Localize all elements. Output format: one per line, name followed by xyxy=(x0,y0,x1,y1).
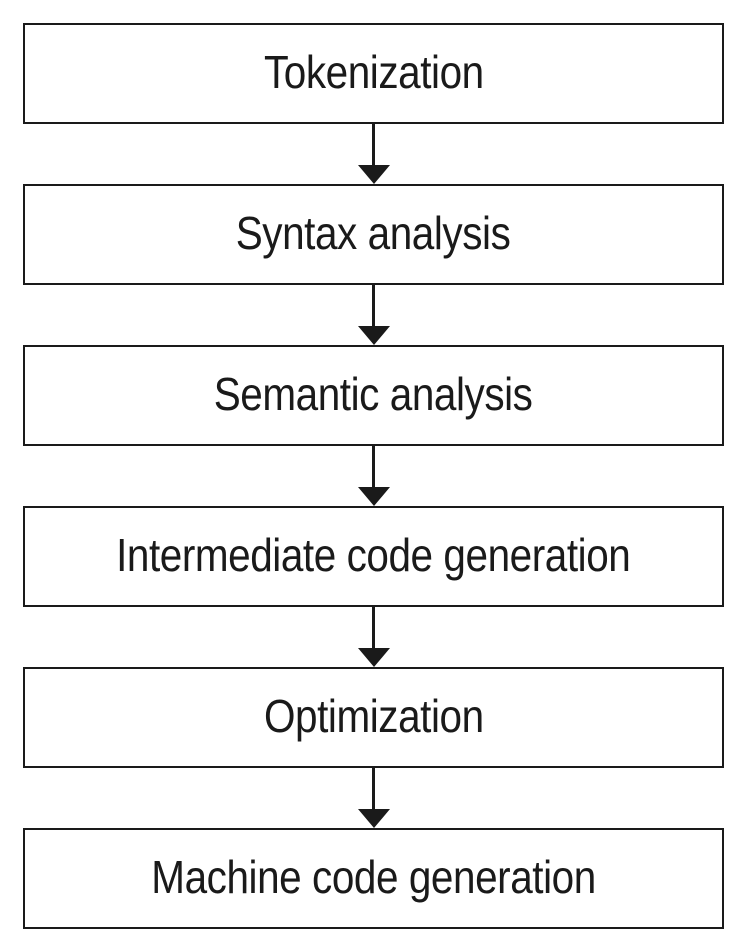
step-machine-code-generation-label: Machine code generation xyxy=(151,850,596,903)
arrow-down-icon xyxy=(357,124,390,184)
arrow-down-icon xyxy=(357,446,390,506)
step-optimization: Optimization xyxy=(23,667,724,768)
arrow-down-icon xyxy=(357,607,390,667)
step-semantic-analysis-label: Semantic analysis xyxy=(214,367,533,420)
arrow-head xyxy=(357,487,390,506)
arrow-head xyxy=(357,326,390,345)
step-syntax-analysis: Syntax analysis xyxy=(23,184,724,285)
arrow-shaft xyxy=(372,285,375,326)
step-tokenization: Tokenization xyxy=(23,23,724,124)
arrow-head xyxy=(357,809,390,828)
step-syntax-analysis-label: Syntax analysis xyxy=(236,206,511,259)
step-machine-code-generation: Machine code generation xyxy=(23,828,724,929)
arrow-down-icon xyxy=(357,285,390,345)
step-optimization-label: Optimization xyxy=(263,689,484,742)
arrow-shaft xyxy=(372,768,375,809)
step-intermediate-code-generation-label: Intermediate code generation xyxy=(116,528,631,581)
step-tokenization-label: Tokenization xyxy=(263,45,484,98)
arrow-shaft xyxy=(372,124,375,165)
arrow-shaft xyxy=(372,607,375,648)
arrow-shaft xyxy=(372,446,375,487)
step-intermediate-code-generation: Intermediate code generation xyxy=(23,506,724,607)
arrow-down-icon xyxy=(357,768,390,828)
arrow-head xyxy=(357,648,390,667)
step-semantic-analysis: Semantic analysis xyxy=(23,345,724,446)
arrow-head xyxy=(357,165,390,184)
